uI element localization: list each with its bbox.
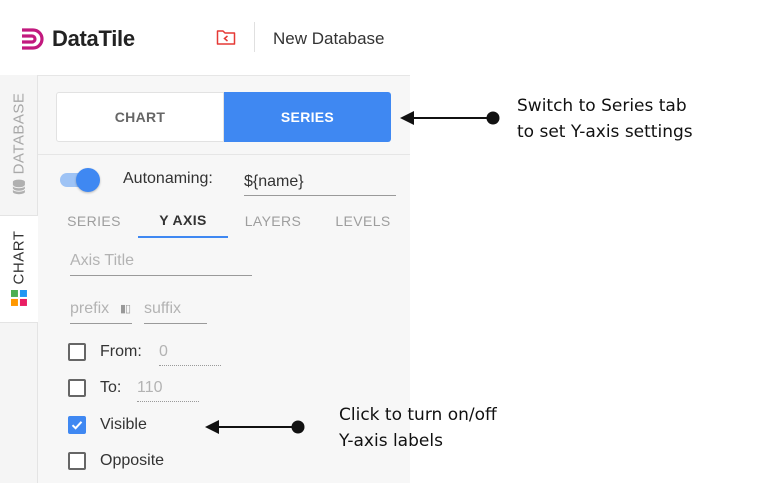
subtab-y-axis[interactable]: Y AXIS [138,204,228,238]
settings-panel: CHART SERIES Autonaming: SERIES Y AXIS L… [38,75,410,483]
axis-title-input[interactable] [70,246,252,276]
tab-database-label: DATABASE [10,92,28,174]
tab-database[interactable]: DATABASE [0,75,38,213]
visible-checkbox[interactable] [68,416,86,434]
datatile-logo-icon [20,27,46,51]
to-label: To: [100,379,122,396]
annotation-series-line2: to set Y-axis settings [517,122,693,142]
chart-icon [11,289,27,310]
autonaming-label: Autonaming: [123,170,213,187]
annotation-series-tab: Switch to Series tab to set Y-axis setti… [517,93,693,145]
to-row: To: [68,376,121,400]
vertical-tab-rail: DATABASE CHART [0,75,38,483]
tab-chart-label: CHART [10,230,28,284]
annotation-visible: Click to turn on/off Y-axis labels [339,402,497,454]
series-subtabs: SERIES Y AXIS LAYERS LEVELS [50,204,410,240]
annotation-visible-line1: Click to turn on/off [339,405,497,425]
header-divider [254,22,255,52]
visible-label: Visible [100,416,147,433]
folder-back-icon[interactable] [216,28,236,46]
opposite-checkbox[interactable] [68,452,86,470]
number-format-icon[interactable]: ▮▯ [120,303,131,315]
autonaming-input[interactable] [244,166,396,196]
brand-name: DataTile [52,26,135,51]
segment-series-button[interactable]: SERIES [224,92,391,142]
segmented-control: CHART SERIES [56,92,391,142]
from-row: From: [68,340,142,364]
app-header: DataTile New Database [0,0,410,75]
to-input[interactable] [137,374,199,402]
database-title[interactable]: New Database [273,29,385,48]
prefix-input[interactable] [70,294,132,324]
segment-chart-button[interactable]: CHART [56,92,224,142]
subtab-layers[interactable]: LAYERS [244,213,302,229]
suffix-input[interactable] [144,294,207,324]
annotation-arrow-series [400,111,500,125]
panel-divider [38,154,410,155]
brand-logo[interactable]: DataTile [20,26,135,52]
from-label: From: [100,343,142,360]
from-checkbox[interactable] [68,343,86,361]
annotation-series-line1: Switch to Series tab [517,96,687,116]
subtab-series[interactable]: SERIES [67,213,121,229]
opposite-row: Opposite [68,449,164,473]
toggle-thumb [76,168,100,192]
database-icon [12,178,26,199]
opposite-label: Opposite [100,452,165,469]
visible-row: Visible [68,413,147,437]
checkmark-icon [71,421,83,430]
annotation-arrow-visible [205,420,305,434]
tab-chart[interactable]: CHART [0,215,38,323]
annotation-visible-line2: Y-axis labels [339,431,443,451]
subtab-levels[interactable]: LEVELS [335,213,391,229]
from-input[interactable] [159,338,221,366]
autonaming-toggle[interactable] [58,168,102,192]
to-checkbox[interactable] [68,379,86,397]
